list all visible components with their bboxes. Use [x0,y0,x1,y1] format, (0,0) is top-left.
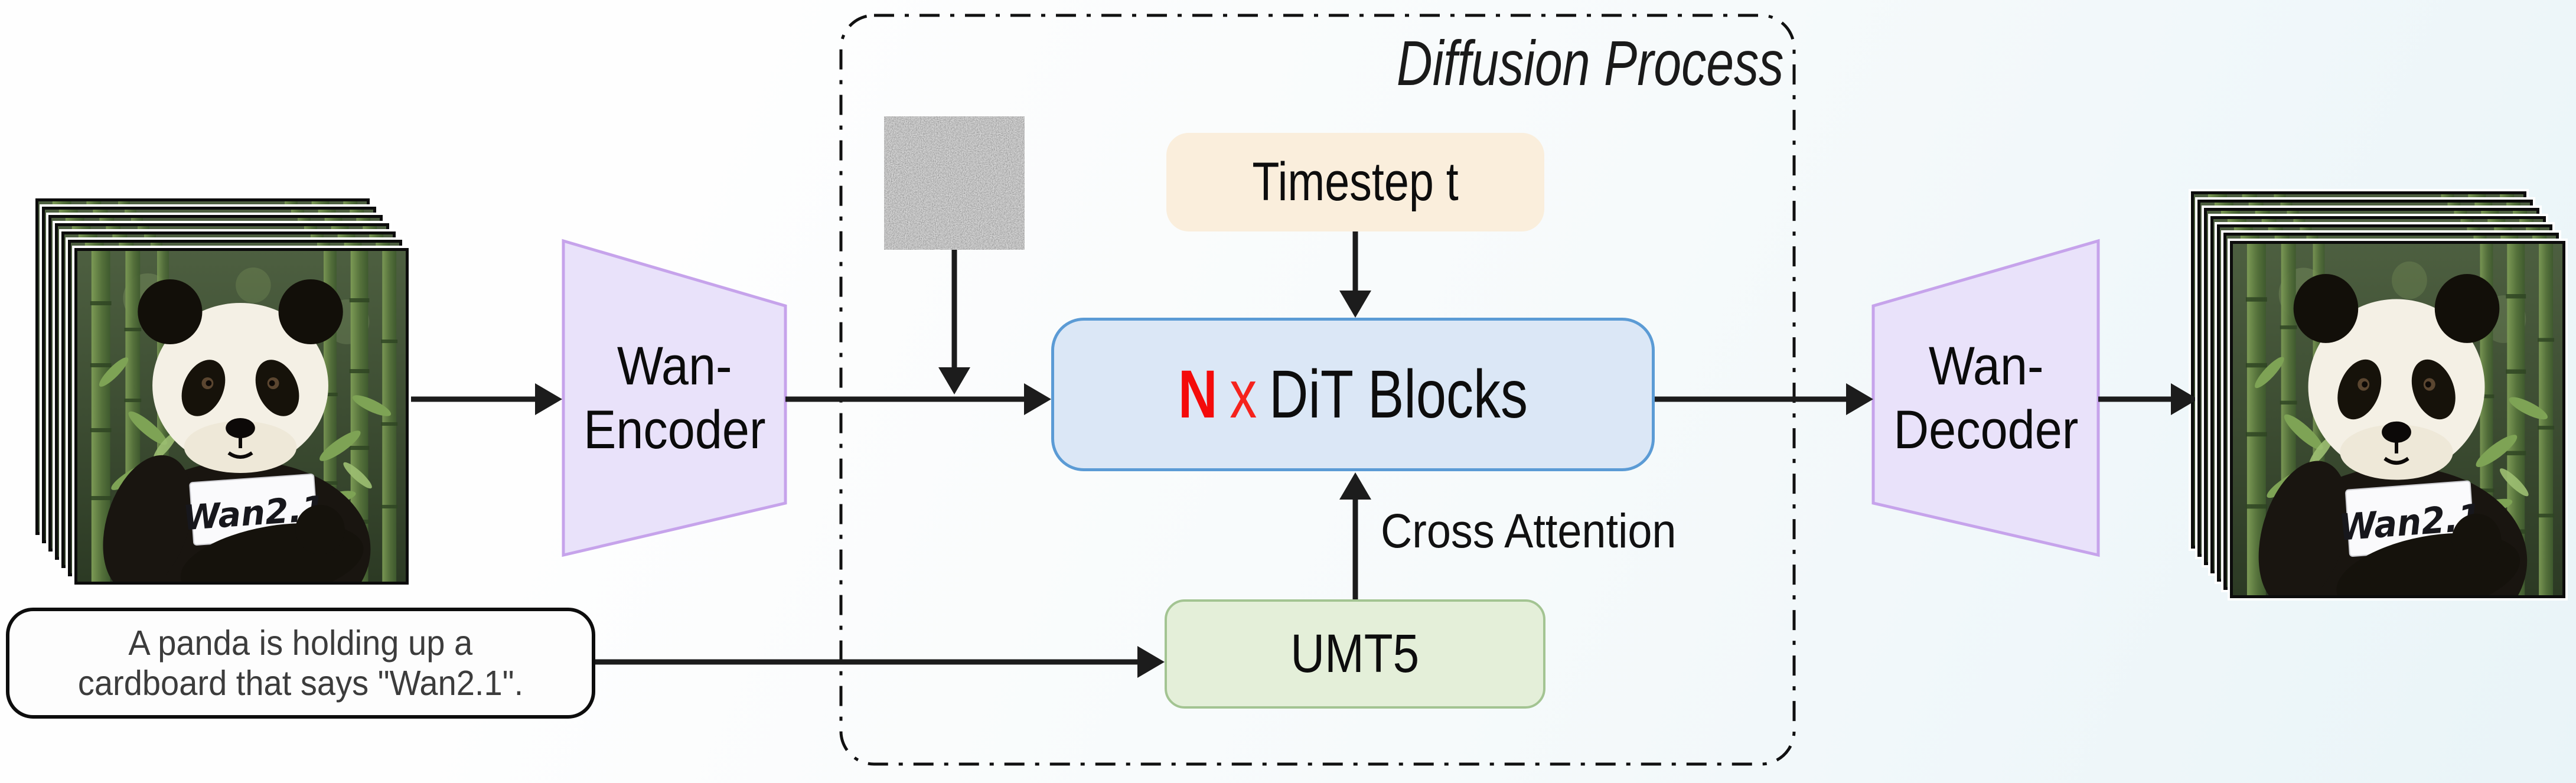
wan-encoder-label: Wan- Encoder [563,334,786,462]
arrow-encoder-to-dit [785,383,1051,415]
arrow-timestep-to-dit [1339,231,1371,318]
timestep-box: Timestep t [1166,133,1544,231]
dit-blocks-label: DiT Blocks [1269,357,1528,432]
video-frame [74,248,409,585]
prompt-line-1: A panda is holding up a [128,624,473,663]
video-frame [2230,241,2565,598]
encoder-label-line1: Wan- [617,336,732,396]
panda-video-frame-image [77,251,406,582]
umt5-box: UMT5 [1165,599,1545,709]
dit-multiplier: x [1230,357,1257,432]
dit-n-count: N [1178,357,1218,432]
arrow-decoder-to-video [2098,383,2198,415]
diffusion-process-title: Diffusion Process [1396,27,1783,99]
arrow-umt5-to-dit [1339,472,1371,599]
prompt-line-2: cardboard that says "Wan2.1". [77,664,524,703]
timestep-label: Timestep t [1252,152,1459,212]
prompt-text-box: A panda is holding up a cardboard that s… [6,608,595,719]
encoder-label-line2: Encoder [583,400,766,460]
arrow-prompt-to-umt5 [595,646,1165,678]
decoder-label-line2: Decoder [1893,400,2079,460]
umt5-label: UMT5 [1290,624,1420,684]
panda-video-frame-image [2233,244,2562,595]
cross-attention-label: Cross Attention [1381,504,1677,558]
output-video-stack [2191,191,2576,628]
input-video-stack [35,198,455,624]
arrow-dit-to-decoder [1655,383,1873,415]
wan-decoder-label: Wan- Decoder [1873,334,2099,462]
decoder-label-line1: Wan- [1928,336,2044,396]
noise-image [884,116,1025,250]
arrow-noise-to-flow [938,250,970,394]
